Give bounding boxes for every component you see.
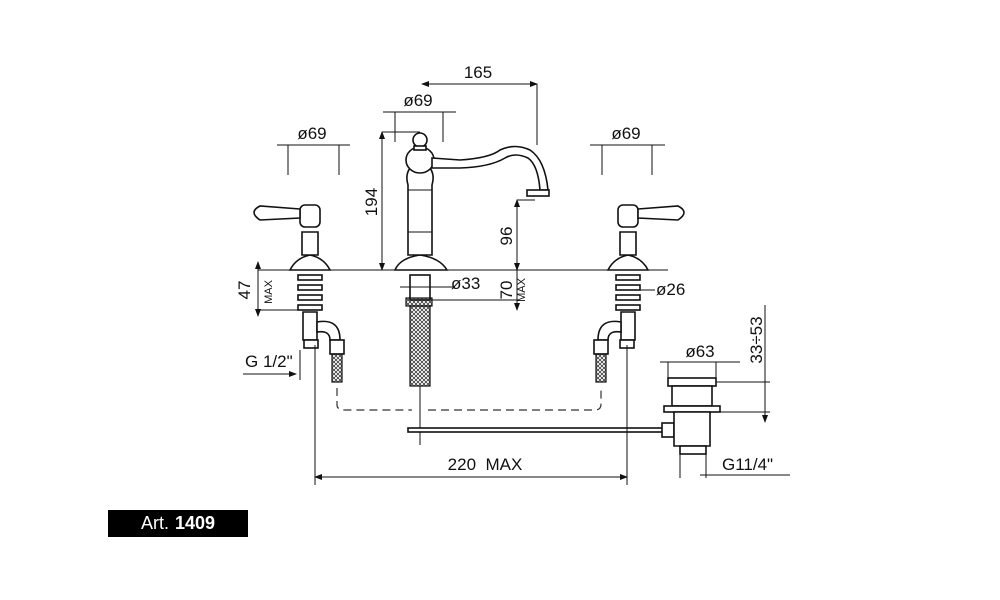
- dim-handle-deck-thickness: 47: [235, 281, 254, 300]
- dim-right-handle-diameter: ø69: [611, 124, 640, 143]
- right-hose: [428, 388, 602, 411]
- dim-spread: 220 MAX: [448, 455, 523, 474]
- right-handle-valve: [593, 204, 685, 383]
- article-number: 1409: [174, 513, 216, 533]
- dim-left-handle-diameter: ø69: [297, 124, 326, 143]
- dim-spout-reach: 165: [464, 63, 492, 82]
- dim-waste-range: 33÷53: [747, 316, 766, 363]
- article-prefix: Art.: [140, 513, 169, 533]
- dim-handle-hole-diameter: ø26: [656, 280, 685, 299]
- dim-inlet-thread: G 1/2": [245, 352, 293, 371]
- dim-spout-base-diameter: ø69: [403, 91, 432, 110]
- spout-shank: [400, 274, 440, 445]
- spout-body: [393, 132, 550, 271]
- dim-handle-deck-max: MAX: [263, 279, 275, 304]
- dim-total-height: 194: [362, 188, 381, 216]
- dim-spout-deck-max: MAX: [516, 277, 528, 302]
- dimension-lines: [243, 81, 790, 485]
- left-hose: [336, 388, 412, 411]
- dim-spout-deck-thickness: 70: [497, 281, 516, 300]
- dim-waste-diameter: ø63: [685, 342, 714, 361]
- article-label: Art. 1409: [108, 510, 248, 537]
- waste-assembly: [407, 377, 721, 455]
- dim-spout-hole-diameter: ø33: [451, 274, 480, 293]
- dim-spout-height: 96: [497, 227, 516, 246]
- left-handle-valve: [253, 204, 345, 383]
- dim-waste-thread: G11/4": [722, 455, 773, 474]
